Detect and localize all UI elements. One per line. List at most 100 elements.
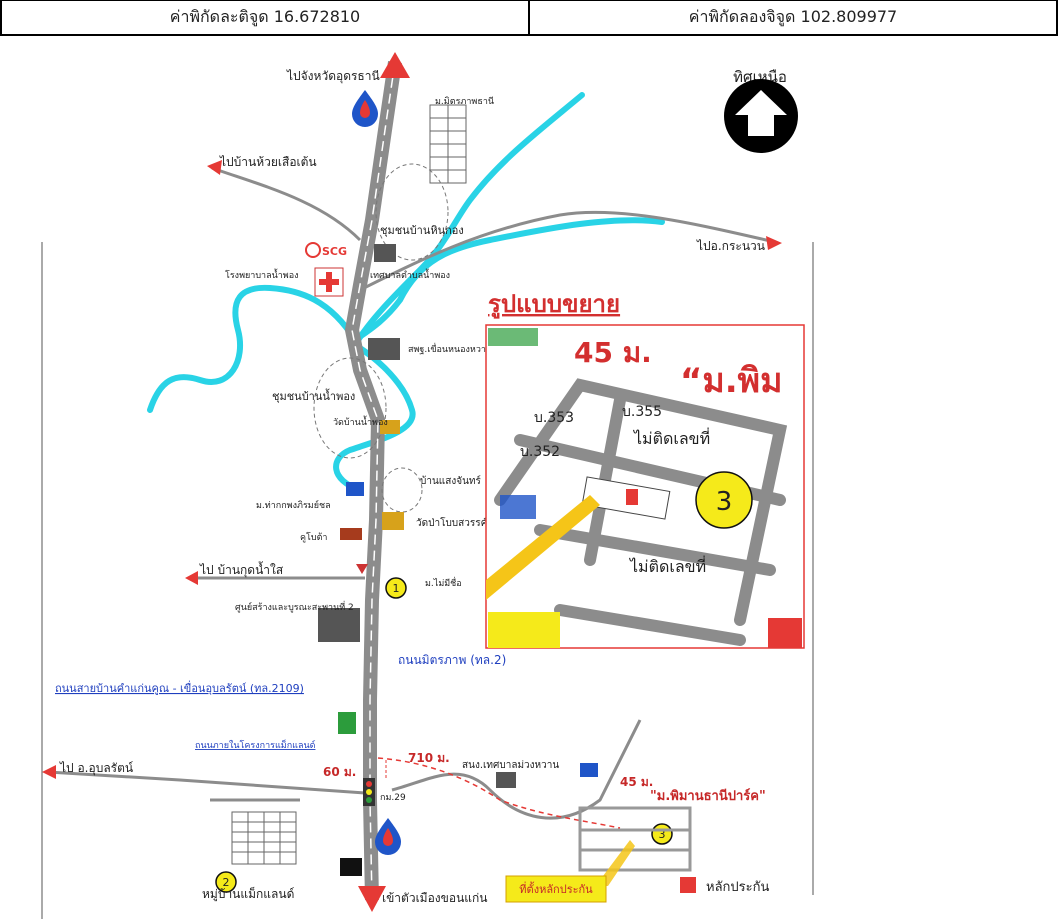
inset-map: รูปแบบขยาย 3 45 ม. “ม.พิม บ.353 บ.355 บ.… — [485, 290, 805, 649]
latitude-cell: ค่าพิกัดละติจูด 16.672810 — [0, 0, 530, 36]
river-west — [147, 284, 358, 413]
label-to-khon-kaen: เข้าตัวเมืองขอนแก่น — [382, 891, 487, 905]
marker-1-label: 1 — [393, 582, 400, 595]
inset-house-355: บ.355 — [622, 404, 662, 420]
temple-bobsawan-icon — [382, 512, 404, 530]
label-dam-school: สพฐ.เขื่อนหนองหวาย — [408, 342, 491, 355]
inset-collateral-lot — [626, 489, 638, 505]
inset-marker-3 — [695, 471, 753, 529]
label-muang-wan-office: สนง.เทศบาลม่วงหวาน — [462, 760, 559, 771]
road-to-kranuan — [359, 210, 776, 292]
label-kham-kaen-road: ถนนสายบ้านคำแก่นคูณ - เขื่อนอุบลรัตน์ (ท… — [55, 680, 304, 695]
label-wat-bobsawan: วัดป่าโบบสวรรค์ — [416, 516, 487, 529]
inset-house-353: บ.353 — [534, 410, 574, 426]
label-to-udon: ไปจังหวัดอุดรธานี — [286, 69, 380, 84]
scg-logo-icon — [305, 242, 321, 258]
road-to-phiman — [391, 719, 642, 820]
house-icon — [580, 763, 598, 777]
inset-no-number-top: ไม่ติดเลขที่ — [632, 427, 710, 448]
max-land-village-blocks — [231, 811, 297, 865]
collateral-pointer — [520, 840, 635, 886]
label-nam-phong-community: ชุมชนบ้านน้ำพอง — [272, 388, 355, 403]
river-east — [352, 217, 665, 343]
label-45m-small: 45 ม. — [620, 775, 653, 789]
inset-green-house-icon — [488, 328, 538, 346]
label-to-ubolratana: ไป อ.อุบลรัตน์ — [59, 761, 133, 776]
road-to-ubolratana — [47, 770, 366, 795]
inset-no-number-bottom: ไม่ติดเลขที่ — [628, 555, 706, 576]
label-kubota: คูโบต้า — [300, 532, 327, 543]
arrow-south-icon — [358, 886, 386, 912]
highway-centerline — [351, 61, 396, 901]
inset-title: รูปแบบขยาย — [488, 290, 620, 319]
label-km29: กม.29 — [380, 793, 406, 803]
label-saeng-chan: บ้านแสงจันทร์ — [420, 475, 482, 487]
label-mittraphap-road: ถนนมิตรภาพ (ทล.2) — [398, 653, 506, 667]
label-to-kut-nam-sai: ไป บ้านกุดน้ำใส — [199, 561, 284, 578]
label-to-huai-suea-ten: ไปบ้านห้วยเสือเต้น — [219, 155, 317, 169]
label-710m: 710 ม. — [408, 751, 450, 765]
river-north — [352, 92, 585, 348]
temple-nam-phong-icon — [380, 420, 400, 434]
road-to-huai-suea-ten — [211, 166, 362, 242]
label-phiman-park: "ม.พิมานธานีปาร์ค" — [650, 788, 766, 804]
inset-pointer — [486, 495, 600, 600]
inset-distance: 45 ม. — [574, 336, 652, 369]
collateral-legend-swatch — [680, 877, 696, 893]
arrow-west-kut-nam-sai-icon — [185, 571, 198, 585]
label-to-kranuan: ไปอ.กระนวน — [696, 239, 765, 253]
phiman-mini-map — [578, 806, 692, 872]
mittraphap-village-blocks — [429, 104, 467, 184]
marker-1 — [385, 577, 407, 599]
secondary-roads — [47, 166, 776, 820]
nam-phong-outline — [313, 357, 387, 459]
longitude-cell: ค่าพิกัดลองจิจูด 102.809977 — [530, 0, 1058, 36]
collateral-location-box — [505, 875, 607, 903]
hin-kong-outline — [375, 163, 449, 261]
shell-sign-icon — [356, 564, 368, 574]
gas-station-icon — [338, 712, 356, 734]
north-arrow-shape-icon — [735, 90, 787, 136]
arrow-west-ubolratana-icon — [42, 765, 56, 779]
inset-village: “ม.พิม — [680, 361, 783, 401]
coordinates-bar: ค่าพิกัดละติจูด 16.672810 ค่าพิกัดลองจิจ… — [0, 0, 1058, 38]
north-compass: ทิศเหนือ — [724, 68, 798, 153]
collateral-legend-label: หลักประกัน — [706, 880, 769, 895]
label-max-land-road: ถนนภายในโครงการแม็กแลนด์ — [195, 738, 316, 751]
label-mittraphap-village: ม.มิตรภาพธานี — [435, 96, 494, 107]
school-building-icon — [368, 338, 400, 360]
landmark-icons — [305, 90, 598, 876]
label-no-name-village: ม.ไม่มีชื่อ — [425, 576, 462, 589]
municipality-building-icon — [374, 244, 396, 262]
marker-2-label: 2 — [223, 876, 230, 889]
main-map-labels: ไปจังหวัดอุดรธานี ไปบ้านห้วยเสือเต้น ไปอ… — [55, 69, 766, 905]
label-hin-kong: ชุมชนบ้านหินกอง — [380, 224, 464, 237]
arrow-west-huai-icon — [207, 160, 222, 175]
label-max-land-village: หมู่บ้านแม็กแลนด์ — [202, 886, 294, 902]
house-tha-kok-icon — [346, 482, 364, 496]
label-municipality: เทศบาลตำบลน้ำพอง — [370, 268, 450, 281]
label-repair-center: ศูนย์สร้างและบูรณะสะพานที่ 2 — [235, 600, 354, 613]
arrow-east-kranuan-icon — [766, 236, 782, 250]
inset-house-icon — [500, 495, 536, 519]
marker-3-small-label: 3 — [659, 828, 666, 841]
arrow-north-icon — [380, 52, 410, 78]
inset-legend-swatch — [768, 618, 802, 648]
mitsubishi-dealer-icon — [340, 858, 362, 876]
municipal-office-icon — [496, 772, 516, 788]
route-710m — [377, 757, 621, 829]
marker-2 — [215, 871, 237, 893]
inset-yellow-box — [488, 612, 560, 648]
label-60m: 60 ม. — [323, 765, 356, 779]
label-tha-kok: ม.ท่ากกพงภิรมย์ชล — [256, 499, 331, 511]
mittraphap-highway — [345, 60, 402, 901]
inset-house-352: บ.352 — [520, 444, 560, 460]
label-hospital: โรงพยาบาลน้ำพอง — [225, 268, 299, 281]
saeng-chan-outline — [381, 467, 423, 513]
kubota-tractor-icon — [340, 528, 362, 540]
collateral-location-label: ที่ตั้งหลักประกัน — [519, 881, 593, 896]
label-scg: SCG — [322, 245, 347, 258]
inset-marker-label: 3 — [716, 487, 733, 517]
repair-center-building-icon — [318, 608, 360, 642]
